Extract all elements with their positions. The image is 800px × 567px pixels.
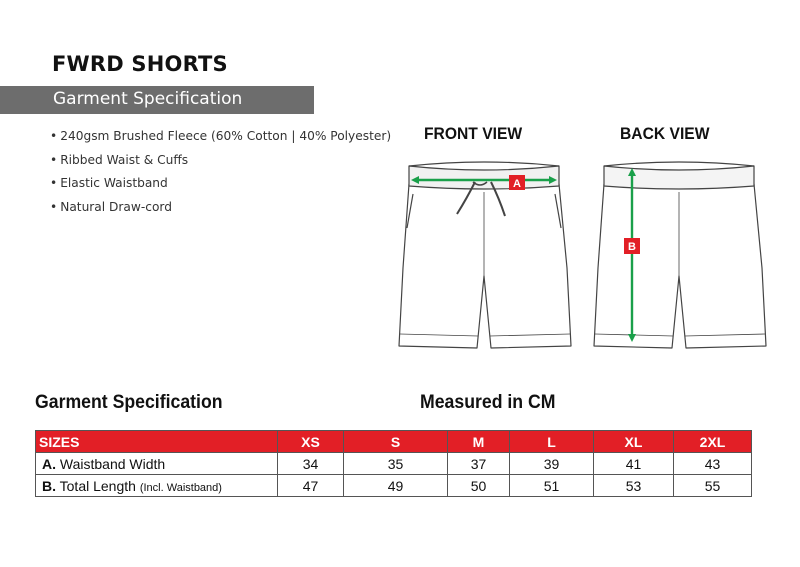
feature-item: Elastic Waistband [50, 175, 391, 199]
row-label-text: Waistband Width [59, 455, 166, 472]
table-cell: 39 [509, 452, 594, 475]
header-cell-size: L [509, 430, 594, 453]
marker-a-label: A [513, 178, 521, 190]
marker-b-label: B [628, 241, 636, 253]
back-view-illustration: B [593, 161, 767, 349]
header-cell-size: M [447, 430, 510, 453]
feature-item: 240gsm Brushed Fleece (60% Cotton | 40% … [50, 128, 391, 152]
header-cell-size: XS [277, 430, 344, 453]
table-row: A. Waistband Width 34 35 37 39 41 43 [35, 452, 752, 475]
table-cell: 34 [277, 452, 344, 475]
table-cell: 43 [673, 452, 752, 475]
header-cell-sizes: SIZES [35, 430, 278, 453]
marker-b-badge [624, 238, 640, 254]
front-view-illustration: A [398, 161, 572, 349]
front-view-label: FRONT VIEW [424, 124, 523, 143]
header-cell-size: 2XL [673, 430, 752, 453]
header-cell-size: S [343, 430, 448, 453]
table-cell: 47 [277, 474, 344, 497]
feature-item: Ribbed Waist & Cuffs [50, 152, 391, 176]
feature-list: 240gsm Brushed Fleece (60% Cotton | 40% … [50, 128, 391, 222]
table-cell: 35 [343, 452, 448, 475]
feature-item: Natural Draw-cord [50, 199, 391, 223]
header-cell-size: XL [593, 430, 674, 453]
size-spec-table: SIZES XS S M L XL 2XL A. Waistband Width… [35, 430, 752, 497]
table-cell: 53 [593, 474, 674, 497]
table-row: B. Total Length (Incl. Waistband) 47 49 … [35, 474, 752, 497]
page-subtitle: Garment Specification [53, 89, 243, 109]
table-cell: 51 [509, 474, 594, 497]
row-code: A. [42, 455, 56, 472]
marker-a-badge [509, 175, 525, 190]
table-cell: 37 [447, 452, 510, 475]
row-label-note: (Incl. Waistband) [139, 481, 222, 494]
subtitle-bar: Garment Specification [0, 86, 314, 114]
table-cell: 49 [343, 474, 448, 497]
table-cell: 41 [593, 452, 674, 475]
back-view-label: BACK VIEW [620, 124, 710, 143]
table-header-row: SIZES XS S M L XL 2XL [35, 430, 752, 453]
row-label-length: B. Total Length (Incl. Waistband) [35, 474, 278, 497]
units-heading: Measured in CM [420, 392, 556, 413]
spec-section-heading: Garment Specification [35, 392, 223, 413]
row-code: B. [42, 477, 56, 494]
page-title: FWRD SHORTS [52, 52, 228, 76]
table-cell: 50 [447, 474, 510, 497]
table-cell: 55 [673, 474, 752, 497]
row-label-text: Total Length [59, 477, 136, 494]
row-label-waistband: A. Waistband Width [35, 452, 278, 475]
